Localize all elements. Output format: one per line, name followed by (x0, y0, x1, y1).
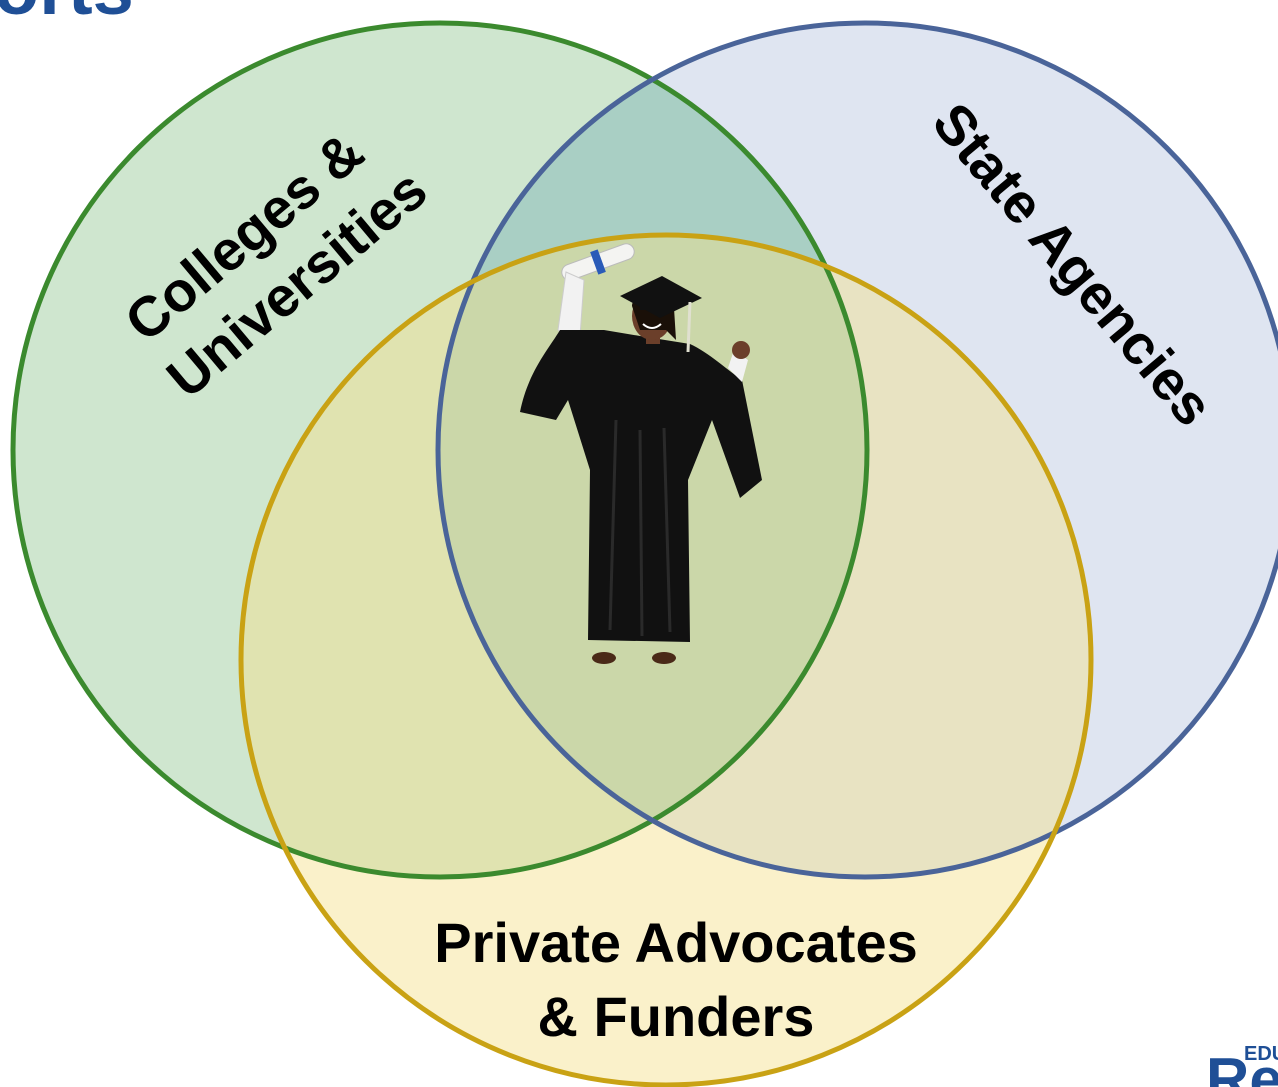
logo-large-text: Re (1206, 1046, 1278, 1087)
private-circle (238, 232, 1094, 1087)
graduate-figure (520, 243, 762, 664)
private-label-line1: Private Advocates (434, 911, 918, 974)
logo: EDU Re (1206, 1043, 1278, 1087)
logo-small-text: EDU (1244, 1043, 1278, 1065)
private-label-line2: & Funders (538, 985, 815, 1048)
colleges-circle (10, 20, 870, 880)
header-title-fragment: orts (0, 0, 134, 30)
state-circle (435, 20, 1278, 880)
